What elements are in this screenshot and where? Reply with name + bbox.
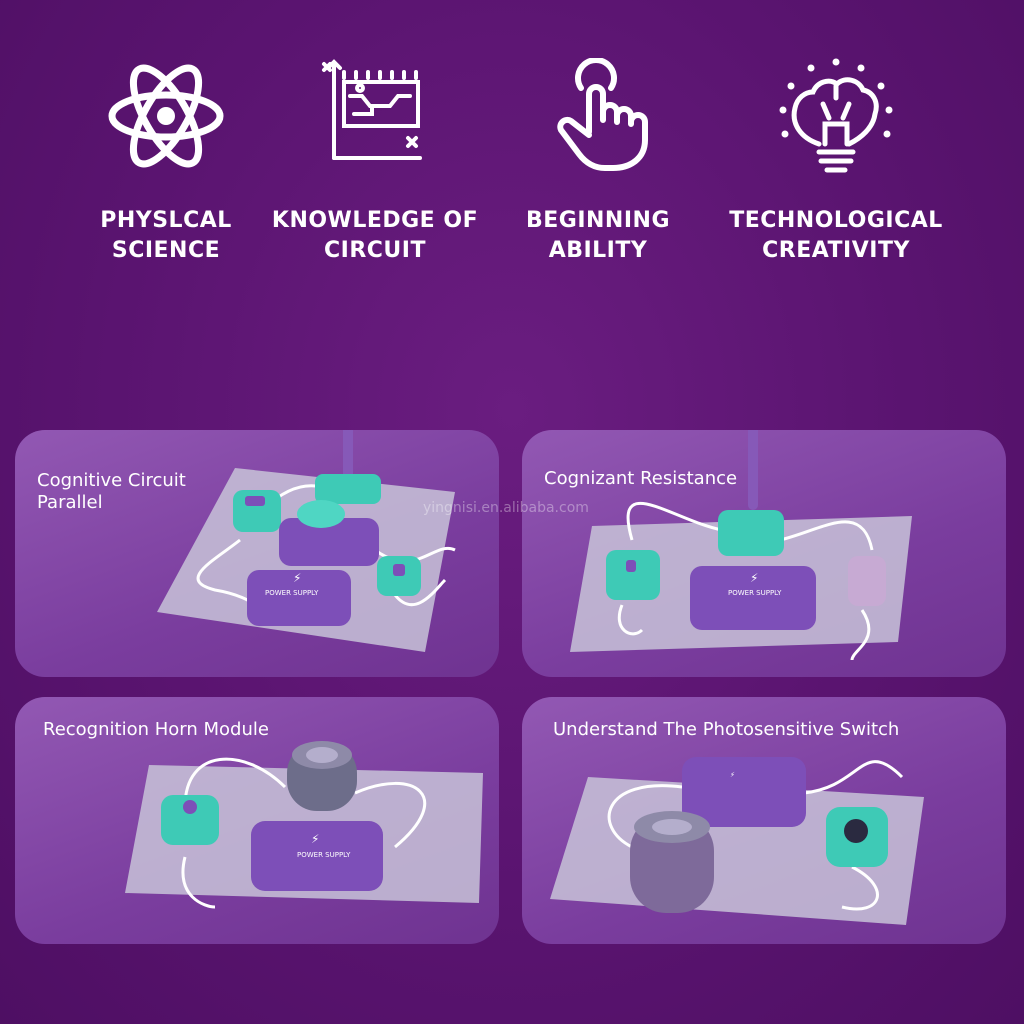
atom-icon xyxy=(108,64,224,168)
feature-physical-science: PHYSLCAL SCIENCE xyxy=(46,58,286,268)
panel-title: Cognizant Resistance xyxy=(544,468,738,489)
panel-cognitive-circuit-parallel: Cognitive Circuit Parallel POWER SUPPLY … xyxy=(15,430,499,677)
svg-text:⚡: ⚡ xyxy=(750,571,758,585)
feature-label: TECHNOLOGICAL CREATIVITY xyxy=(729,208,943,263)
lightbulb-brain-icon xyxy=(779,58,893,173)
feature-label: PHYSLCAL SCIENCE xyxy=(100,208,232,263)
panel-photosensitive-switch: Understand The Photosensitive Switch ⚡ xyxy=(522,697,1006,944)
panel-title: Understand The Photosensitive Switch xyxy=(553,719,900,740)
svg-text:⚡: ⚡ xyxy=(730,771,735,779)
watermark: yingnisi.en.alibaba.com xyxy=(423,500,589,516)
module-label: POWER SUPPLY xyxy=(728,589,782,597)
feature-beginning-ability: BEGINNING ABILITY xyxy=(478,58,718,268)
circuit-scene-horn: POWER SUPPLY ⚡ xyxy=(125,741,483,909)
panel-title: Recognition Horn Module xyxy=(43,719,269,740)
circuit-scene-parallel: POWER SUPPLY ⚡ xyxy=(157,430,456,652)
circuit-scene-photosensitive: ⚡ xyxy=(550,757,924,925)
panel-cognizant-resistance: Cognizant Resistance POWER SUPPLY ⚡ xyxy=(522,430,1006,677)
feature-label: BEGINNING ABILITY xyxy=(525,208,671,263)
circuit-chart-icon xyxy=(322,59,422,160)
module-label: POWER SUPPLY xyxy=(265,589,319,597)
hand-pointer-icon xyxy=(557,58,648,171)
panel-recognition-horn-module: Recognition Horn Module POWER SUPPLY ⚡ xyxy=(15,697,499,944)
module-label: POWER SUPPLY xyxy=(297,851,351,859)
feature-tech-creativity: TECHNOLOGICAL CREATIVITY xyxy=(716,58,956,268)
svg-text:⚡: ⚡ xyxy=(293,571,301,585)
feature-label: KNOWLEDGE OF CIRCUIT xyxy=(271,208,479,263)
panel-title: Cognitive Circuit Parallel xyxy=(37,470,186,513)
circuit-scene-resistance: POWER SUPPLY ⚡ xyxy=(570,430,912,661)
svg-text:⚡: ⚡ xyxy=(311,832,319,846)
feature-knowledge-circuit: KNOWLEDGE OF CIRCUIT xyxy=(255,58,495,268)
